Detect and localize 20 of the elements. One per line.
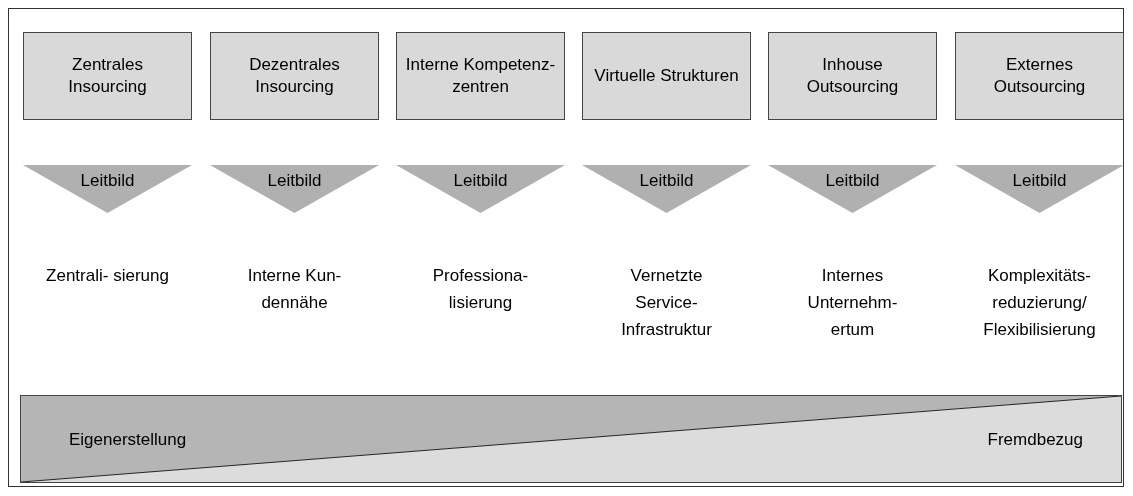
principle-text: Vernetzte Service- Infrastruktur — [620, 265, 713, 341]
category-box: Virtuelle Strukturen — [582, 32, 751, 120]
triangle-label: Leitbild — [1011, 171, 1068, 191]
triangle-label: Leitbild — [79, 171, 136, 191]
principle-text: Komplexitäts- reduzierung/ Flexibilisierung — [982, 265, 1097, 341]
category-box: Externes Outsourcing — [955, 32, 1124, 120]
category-box: Interne Kompetenz- zentren — [396, 32, 565, 120]
triangle-label: Leitbild — [638, 171, 695, 191]
triangle-label: Leitbild — [452, 171, 509, 191]
triangle-label: Leitbild — [266, 171, 323, 191]
principle-text: Zentrali- sierung — [45, 265, 170, 287]
principle-text: Professiona- lisierung — [431, 265, 530, 314]
category-box: Inhouse Outsourcing — [768, 32, 937, 120]
triangle-label: Leitbild — [824, 171, 881, 191]
principle-text: Interne Kun- dennähe — [246, 265, 343, 314]
category-box: Zentrales Insourcing — [23, 32, 192, 120]
category-box: Dezentrales Insourcing — [210, 32, 379, 120]
principle-text: Internes Unternehm- ertum — [806, 265, 899, 341]
band-label: Fremdbezug — [987, 430, 1083, 450]
band-label: Eigenerstellung — [69, 430, 187, 450]
